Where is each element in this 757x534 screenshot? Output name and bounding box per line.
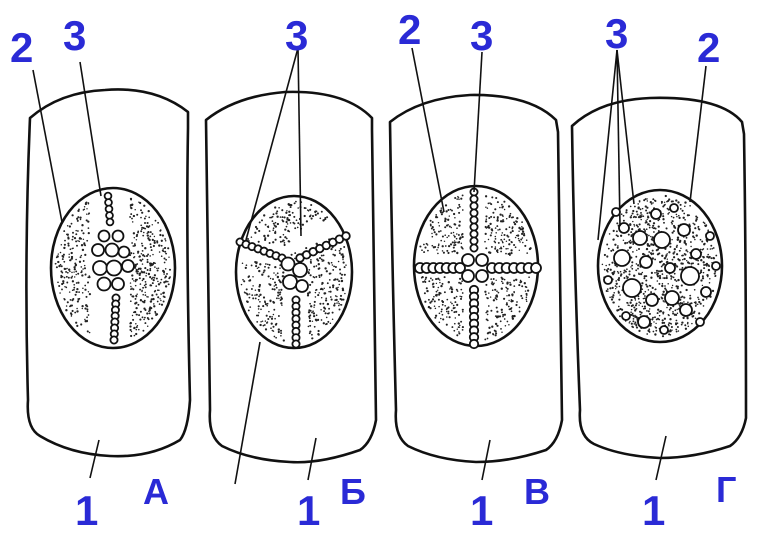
label-a-3: 3 (63, 12, 86, 59)
label-v-3: 3 (470, 12, 493, 59)
leader-line-b-3c (235, 342, 260, 484)
panel-b: 3 1 Б (206, 12, 376, 534)
label-a-1: 1 (75, 487, 98, 534)
panel-a: 2 3 1 А (10, 12, 190, 534)
chromatin-a-bead (93, 261, 107, 275)
chromatin-g-bead (623, 279, 641, 297)
chromatin-a-bead (113, 231, 124, 242)
panel-letter-g: Г (716, 469, 736, 510)
chromatin-b-bead (342, 232, 350, 240)
label-a-2: 2 (10, 24, 33, 71)
chromatin-a-bead (107, 219, 114, 226)
label-g-1: 1 (642, 487, 665, 534)
chromatin-g-bead (660, 326, 668, 334)
chromatin-a-bead (110, 336, 117, 343)
chromatin-v-bead (470, 340, 478, 348)
chromatin-g-bead (701, 287, 711, 297)
chromatin-g-bead (712, 262, 720, 270)
panel-letter-a: А (143, 471, 169, 512)
leader-line-g-2 (690, 66, 706, 202)
chromatin-g-bead (614, 250, 630, 266)
chromatin-v-bead (476, 270, 488, 282)
label-g-2: 2 (697, 24, 720, 71)
leader-line-a-3 (80, 62, 101, 196)
label-v-1: 1 (470, 487, 493, 534)
chromatin-g-bead (665, 291, 679, 305)
chromatin-a-bead (122, 260, 134, 272)
chromatin-g-bead (678, 224, 690, 236)
chromatin-g-bead (640, 256, 652, 268)
chromatin-b-bead (292, 340, 299, 347)
leader-line-v-1 (482, 440, 490, 480)
chromatin-b-bead (296, 280, 308, 292)
leader-line-b-1 (308, 438, 316, 480)
chromatin-v-bead (476, 254, 488, 266)
label-g-3: 3 (605, 10, 628, 57)
panel-letter-b: Б (340, 471, 366, 512)
chromatin-v-bead (462, 270, 474, 282)
chromatin-g-bead (654, 232, 670, 248)
chromatin-g-bead (604, 276, 612, 284)
chromatin-a-bead (99, 231, 110, 242)
chromatin-a-bead (106, 244, 119, 257)
chromatin-b-bead (283, 275, 297, 289)
leader-line-a-2 (33, 70, 62, 222)
chromatin-v-bead (470, 244, 477, 251)
chromatin-a-bead (98, 278, 111, 291)
leader-line-v-2 (412, 48, 444, 212)
chromatin-g-bead (633, 231, 647, 245)
chromatin-a-bead (92, 244, 104, 256)
panel-g: 3 2 1 Г (572, 10, 746, 534)
chromatin-a-bead (112, 278, 124, 290)
chromatin-v-bead (531, 263, 541, 273)
chromatin-g-bead (665, 263, 675, 273)
panel-v: 2 3 1 В (390, 6, 562, 534)
chromatin-g-bead (680, 304, 692, 316)
chromatin-b-bead (293, 263, 307, 277)
leader-line-v-3 (474, 52, 482, 192)
chromatin-g-bead (612, 208, 620, 216)
chromatin-v-bead (462, 254, 474, 266)
chromatin-g-bead (638, 316, 650, 328)
leader-line-a-1 (90, 440, 99, 478)
chromatin-g-bead (670, 204, 678, 212)
panel-letter-v: В (524, 471, 550, 512)
label-v-2: 2 (398, 6, 421, 53)
chromatin-g-bead (681, 267, 699, 285)
chromatin-g-bead (646, 294, 658, 306)
chromatin-g-bead (651, 209, 661, 219)
chromatin-a-bead (119, 247, 130, 258)
chromatin-g-bead (691, 249, 701, 259)
label-b-1: 1 (297, 487, 320, 534)
label-b-3: 3 (285, 12, 308, 59)
chromatin-g-bead (696, 318, 704, 326)
chromatin-g-bead (622, 312, 630, 320)
chromatin-g-bead (706, 232, 714, 240)
chromatin-a-bead (107, 261, 122, 276)
